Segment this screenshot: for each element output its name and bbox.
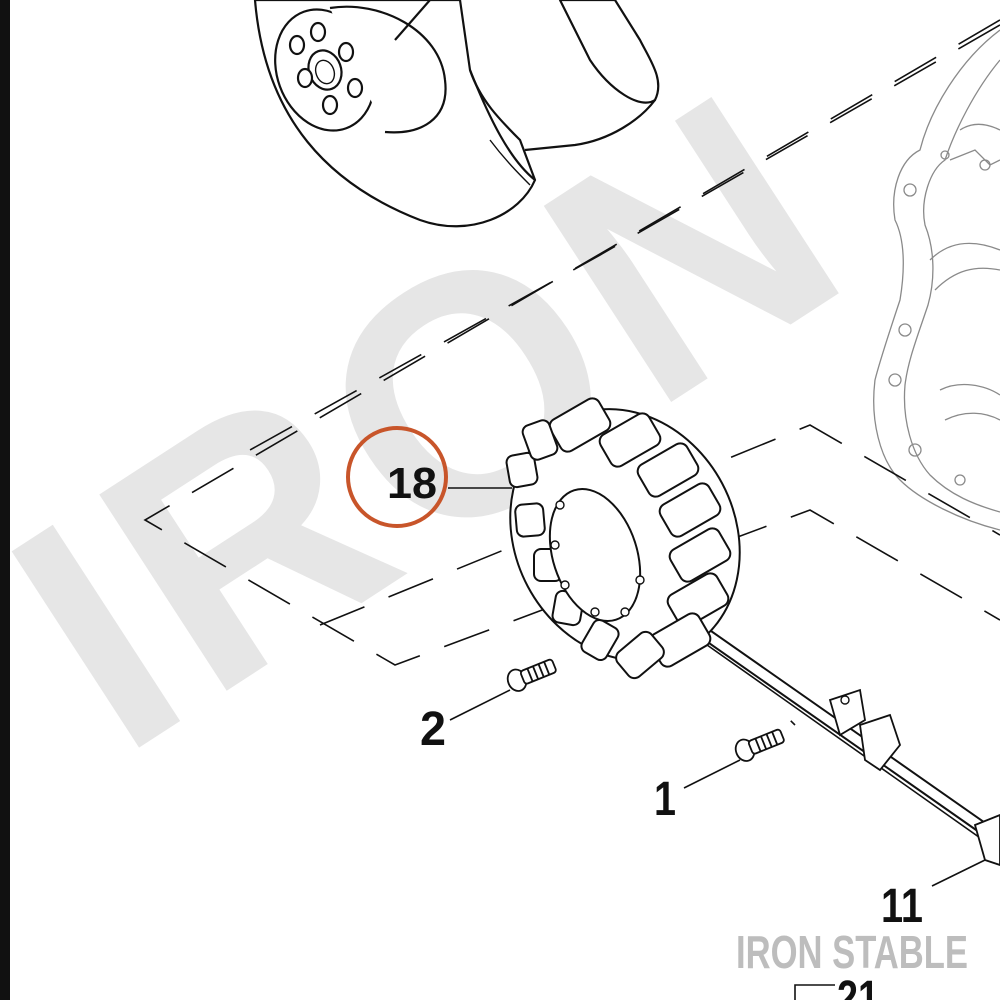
callout-label-2[interactable]: 2: [420, 703, 446, 756]
brand-logo-text: IRON STABLE: [736, 926, 968, 978]
left-edge-bar: [0, 0, 10, 1000]
clamp-screw: [734, 728, 785, 762]
stator-drawing: [505, 397, 741, 680]
callout-label-18[interactable]: 18: [387, 459, 437, 508]
alignment-lines: [143, 19, 1000, 666]
crankcase-cover-drawing: [873, 29, 1000, 531]
callout-label-21[interactable]: 21: [837, 972, 879, 1000]
leader-lines: [448, 487, 986, 1000]
callout-label-1[interactable]: 1: [654, 773, 676, 826]
callout-highlight-circle: [346, 426, 448, 528]
crankshaft-drawing: [253, 0, 660, 228]
wiring-harness: [693, 623, 1000, 866]
callout-label-11[interactable]: 11: [881, 880, 923, 933]
stator-screw: [506, 658, 557, 692]
